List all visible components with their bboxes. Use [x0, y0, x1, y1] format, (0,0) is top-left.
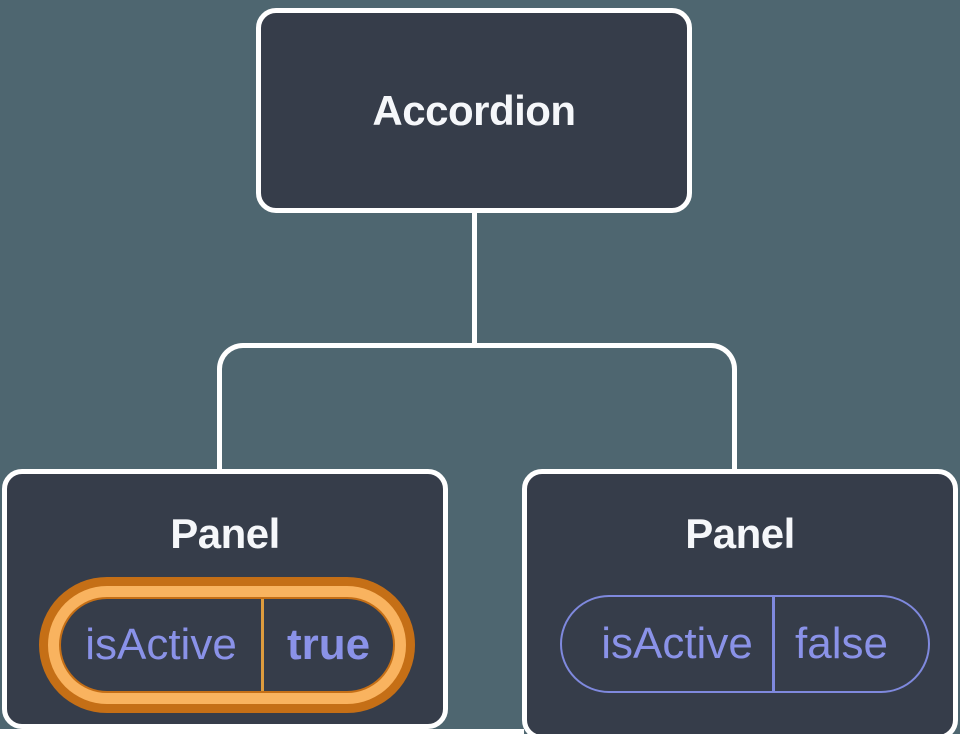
state-pill: isActive false	[560, 595, 930, 693]
state-value-label: false	[795, 619, 888, 668]
state-value-label: true	[286, 620, 371, 669]
panel-node-label: Panel	[685, 510, 795, 557]
state-pill-highlight-ring: isActive true	[39, 577, 415, 713]
state-pill-divider	[772, 597, 775, 691]
page-background-strip	[0, 729, 524, 734]
panel-node-inactive: Panel isActive false	[522, 469, 958, 734]
state-name-label: isActive	[601, 619, 753, 668]
state-name-label: isActive	[85, 620, 237, 669]
state-pill-divider	[261, 599, 264, 691]
tree-connector-stem	[472, 211, 477, 348]
tree-connector-bracket	[217, 343, 737, 474]
panel-node-label: Panel	[170, 510, 280, 557]
accordion-node-label: Accordion	[372, 86, 576, 134]
panel-node-active: Panel isActive true	[2, 469, 448, 729]
state-pill: isActive true	[61, 599, 393, 691]
accordion-node: Accordion	[256, 8, 692, 213]
